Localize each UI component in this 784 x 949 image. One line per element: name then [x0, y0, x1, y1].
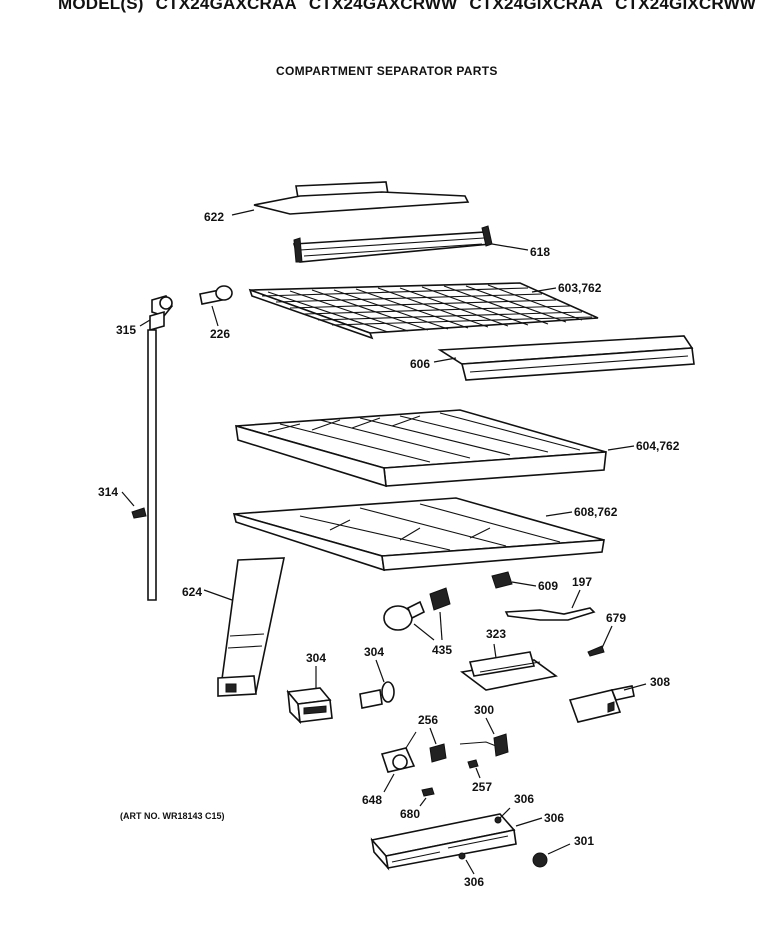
part-304-housing-right [359, 659, 395, 709]
part-label: 314 [98, 485, 118, 499]
part-609-clip [491, 571, 537, 589]
part-606-trim [433, 335, 695, 381]
part-label: 604,762 [636, 439, 680, 453]
part-680-screw [419, 787, 435, 807]
part-label: 606 [410, 357, 430, 371]
diagram-title: COMPARTMENT SEPARATOR PARTS [276, 64, 498, 78]
part-608-lower-pan [232, 497, 605, 572]
part-314-rod [121, 329, 157, 601]
part-label: 304 [364, 645, 384, 659]
part-624-duct [203, 557, 285, 697]
part-label: 609 [538, 579, 558, 593]
part-315-hinge [139, 295, 173, 332]
part-301-knob [532, 843, 571, 868]
part-label: 603,762 [558, 281, 602, 295]
model-number: CTX24GIXCRWW [615, 0, 757, 13]
part-435-bulb [383, 587, 451, 641]
part-308-switch-plate [568, 683, 647, 723]
part-618-rail [292, 225, 529, 263]
part-257-screw [467, 759, 481, 779]
part-label: 306 [464, 875, 484, 889]
model-number: CTX24GAXCRAA [155, 0, 297, 13]
part-label: 315 [116, 323, 136, 337]
part-label: 308 [650, 675, 670, 689]
part-label: 197 [572, 575, 592, 589]
part-679-screw [587, 625, 613, 657]
part-323-bracket [460, 643, 558, 691]
part-label: 301 [574, 834, 594, 848]
part-label: 256 [418, 713, 438, 727]
part-226-pin [199, 285, 233, 327]
part-label: 648 [362, 793, 382, 807]
part-label: 304 [306, 651, 326, 665]
part-label: 679 [606, 611, 626, 625]
part-306-mount-bracket [370, 807, 543, 875]
part-label: 300 [474, 703, 494, 717]
part-label: 624 [182, 585, 202, 599]
part-label: 618 [530, 245, 550, 259]
model-prefix: MODEL(S) [58, 0, 144, 13]
model-header: MODEL(S) CTX24GAXCRAA CTX24GAXCRWW CTX24GIX… [58, 0, 778, 22]
part-label: 435 [432, 643, 452, 657]
part-604-separator-pan [235, 409, 635, 488]
part-label: 306 [544, 811, 564, 825]
part-197-spring [504, 589, 596, 621]
part-300-harness [459, 717, 509, 757]
model-number: CTX24GIXCRAA [469, 0, 604, 13]
part-256-connector [429, 727, 447, 763]
part-648-thermostat [380, 731, 417, 793]
part-304-housing-left [286, 666, 333, 725]
art-number: (ART NO. WR18143 C15) [120, 811, 225, 821]
part-label: 323 [486, 627, 506, 641]
part-label: 306 [514, 792, 534, 806]
model-number: CTX24GAXCRWW [308, 0, 458, 13]
part-622-cover [231, 181, 470, 216]
part-label: 622 [204, 210, 224, 224]
part-603-wire-shelf [248, 282, 599, 340]
part-label: 680 [400, 807, 420, 821]
part-label: 257 [472, 780, 492, 794]
part-label: 226 [210, 327, 230, 341]
part-label: 608,762 [574, 505, 618, 519]
